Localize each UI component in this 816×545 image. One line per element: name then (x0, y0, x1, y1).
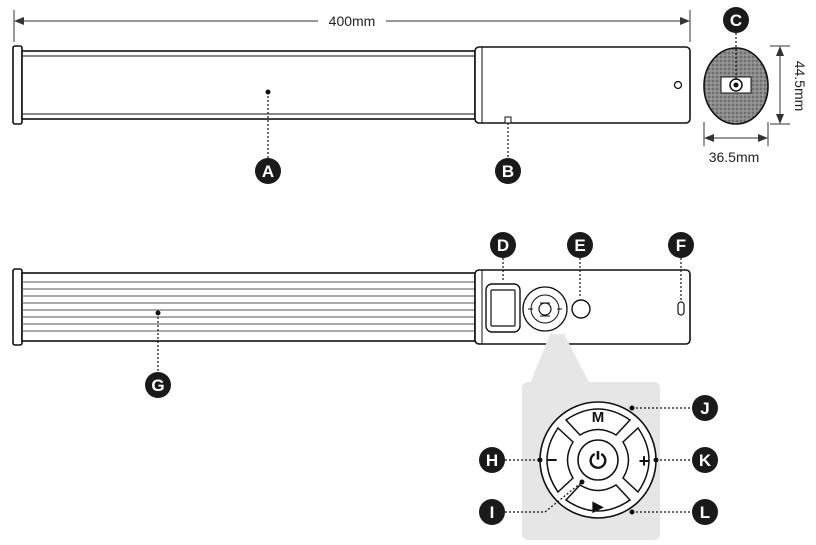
svg-text:H: H (486, 451, 498, 470)
plus-button-shape (622, 426, 650, 494)
callout-h: H (479, 447, 505, 473)
width-label: 36.5mm (709, 149, 760, 165)
svg-text:E: E (574, 236, 585, 255)
callout-c: C (723, 7, 749, 33)
power-button-label: ⏻ (589, 448, 607, 473)
svg-text:G: G (151, 376, 164, 395)
tube-body-top (12, 45, 691, 125)
minus-button-label: − (547, 450, 558, 470)
svg-text:K: K (699, 451, 712, 470)
mode-button-shape (564, 408, 632, 436)
callout-k: K (692, 447, 718, 473)
callout-f: F (668, 232, 694, 258)
mode-button-label: M (592, 409, 605, 426)
svg-text:J: J (700, 399, 709, 418)
callout-a: A (255, 158, 281, 184)
end-view: 44.5mm 36.5mm C (703, 7, 808, 165)
svg-text:D: D (497, 236, 509, 255)
callout-e: E (567, 232, 593, 258)
callout-d: D (490, 232, 516, 258)
keypad-zoom: M − + ⏻ ▶ H I J K (479, 334, 718, 540)
callout-b: B (495, 158, 521, 184)
svg-text:A: A (262, 162, 274, 181)
callout-g: G (145, 372, 171, 398)
height-label: 44.5mm (792, 61, 808, 112)
bottom-view: D E F G (12, 232, 694, 398)
top-view: 400mm A B (12, 10, 691, 184)
play-button-label: ▶ (592, 498, 605, 514)
svg-text:F: F (676, 236, 686, 255)
mini-keypad (522, 286, 568, 332)
svg-text:C: C (730, 11, 742, 30)
play-button-shape (564, 484, 632, 512)
svg-text:B: B (502, 162, 514, 181)
callout-l: L (692, 499, 718, 525)
length-label: 400mm (329, 13, 376, 29)
plus-button-label: + (639, 451, 650, 471)
callout-j: J (692, 395, 718, 421)
minus-button-shape (546, 426, 574, 494)
callout-i: I (479, 499, 505, 525)
svg-text:I: I (490, 503, 495, 522)
length-dimension: 400mm (13, 10, 691, 42)
svg-text:L: L (700, 503, 710, 522)
